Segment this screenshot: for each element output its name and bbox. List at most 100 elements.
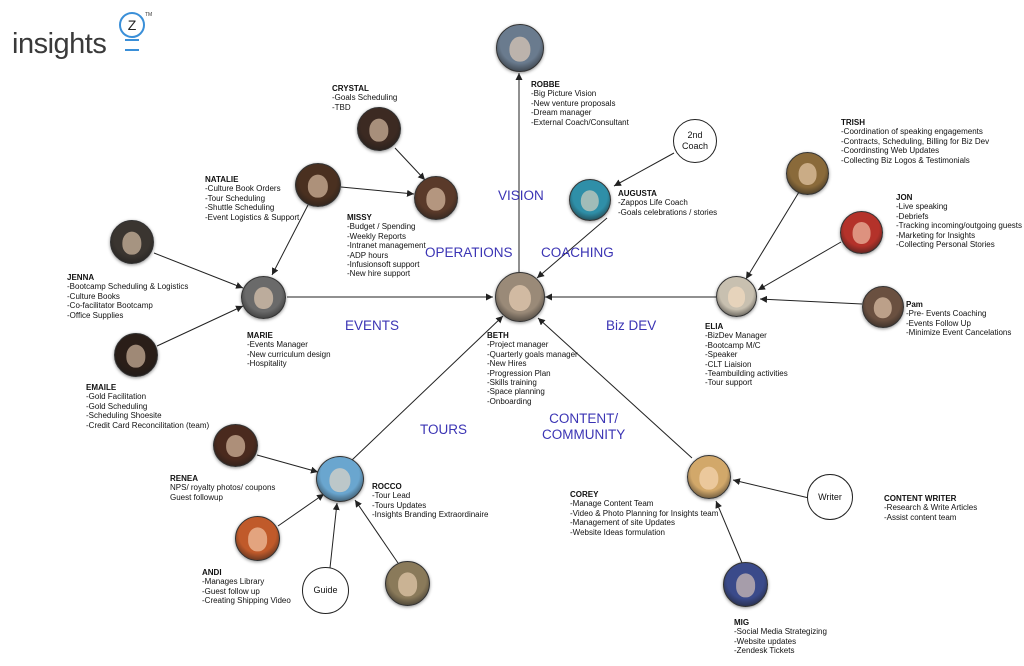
person-duty: -Creating Shipping Video bbox=[202, 596, 291, 606]
photo-beth bbox=[495, 272, 545, 322]
person-duty: -Manages Library bbox=[202, 577, 265, 587]
person-name: MISSY bbox=[347, 213, 372, 222]
person-name: NATALIE bbox=[205, 175, 239, 184]
photo-renea bbox=[213, 424, 258, 467]
photo-robbe bbox=[496, 24, 544, 72]
info-corey: COREY-Manage Content Team-Video & Photo … bbox=[570, 490, 718, 537]
person-name: TRISH bbox=[841, 118, 865, 127]
person-duty: -Scheduling Shoesite bbox=[86, 411, 162, 421]
info-rocco: ROCCO-Tour Lead-Tours Updates-Insights B… bbox=[372, 482, 489, 520]
info-elia: ELIA-BizDev Manager-Bootcamp M/C-Speaker… bbox=[705, 322, 788, 388]
person-name: MIG bbox=[734, 618, 750, 627]
edge-writer-corey bbox=[732, 478, 810, 499]
photo-augusta bbox=[569, 179, 611, 221]
edge-pam-elia bbox=[759, 295, 863, 305]
person-duty: -Tracking incoming/outgoing guests bbox=[896, 221, 1022, 231]
person-duty: -Teambuilding activities bbox=[705, 369, 788, 379]
photo-elia bbox=[716, 276, 757, 317]
person-duty: -Shuttle Scheduling bbox=[205, 203, 275, 213]
edge-rocco-beth bbox=[351, 315, 504, 461]
area-bizdev: Biz DEV bbox=[606, 318, 657, 333]
edge-renea-rocco bbox=[256, 454, 319, 474]
person-duty: -Hospitality bbox=[247, 359, 287, 369]
person-duty: -Culture Book Orders bbox=[205, 184, 281, 194]
area-coaching: COACHING bbox=[541, 245, 614, 260]
person-duty: -ADP hours bbox=[347, 250, 389, 260]
person-name: ROBBE bbox=[531, 80, 560, 89]
photo-tour-guide bbox=[385, 561, 430, 606]
person-duty: -Dream manager bbox=[531, 108, 592, 118]
edge-jon-elia bbox=[757, 241, 842, 291]
photo-crystal bbox=[357, 107, 401, 151]
info-jenna: JENNA-Bootcamp Scheduling & Logistics-Cu… bbox=[67, 273, 188, 320]
info-trish: TRISH-Coordination of speaking engagemen… bbox=[841, 118, 989, 165]
person-duty: -Tour Lead bbox=[372, 491, 411, 501]
person-duty: -BizDev Manager bbox=[705, 331, 767, 341]
person-name: JON bbox=[896, 193, 913, 202]
person-duty: -Bootcamp M/C bbox=[705, 340, 761, 350]
info-pam: Pam-Pre- Events Coaching-Events Follow U… bbox=[906, 300, 1011, 338]
role-2nd-coach-line2: Coach bbox=[681, 141, 708, 151]
area-content-line2: COMMUNITY bbox=[542, 427, 626, 442]
person-duty: -Manage Content Team bbox=[570, 499, 654, 509]
person-duty: -Onboarding bbox=[487, 396, 532, 406]
person-duty: -External Coach/Consultant bbox=[531, 117, 629, 127]
photo-trish bbox=[786, 152, 829, 195]
person-duty: -Live speaking bbox=[896, 202, 948, 212]
info-marie: MARIE-Events Manager-New curriculum desi… bbox=[247, 331, 331, 369]
person-duty: -Quarterly goals manager bbox=[487, 349, 578, 359]
edge-natalie-missy bbox=[340, 186, 415, 197]
photo-marie bbox=[241, 276, 286, 319]
person-duty: -Social Media Strategizing bbox=[734, 627, 827, 637]
person-duty: -New hire support bbox=[347, 269, 411, 279]
role-guide: Guide bbox=[302, 567, 349, 614]
edge-mig-corey bbox=[715, 500, 743, 564]
person-duty: -Office Supplies bbox=[67, 310, 124, 320]
lightbulb-icon: Z bbox=[119, 12, 145, 38]
logo-trademark: TM bbox=[145, 12, 153, 18]
person-duty: -Infusionsoft support bbox=[347, 260, 420, 270]
photo-missy bbox=[414, 176, 458, 220]
person-name: CRYSTAL bbox=[332, 84, 369, 93]
edge-crystal-missy bbox=[394, 147, 426, 181]
person-duty: -Tours Updates bbox=[372, 500, 427, 510]
person-duty: -Goals celebrations / stories bbox=[618, 207, 718, 217]
photo-mig bbox=[723, 562, 768, 607]
person-duty: -New Hires bbox=[487, 359, 527, 369]
person-duty: -Big Picture Vision bbox=[531, 89, 597, 99]
person-duty: -Progression Plan bbox=[487, 368, 551, 378]
person-duty: -Collecting Personal Stories bbox=[896, 240, 995, 250]
edge-natalie-marie bbox=[271, 204, 309, 276]
person-duty: -Event Logistics & Support bbox=[205, 212, 300, 222]
photo-jenna bbox=[110, 220, 154, 264]
area-content-line1: CONTENT/ bbox=[549, 411, 619, 426]
role-writer: Writer bbox=[807, 474, 853, 520]
person-duty: -CLT Liaision bbox=[705, 359, 752, 369]
insights-logo: insights Z TM bbox=[12, 12, 152, 70]
person-duty: -Co-facilitator Bootcamp bbox=[67, 301, 153, 311]
photo-andi bbox=[235, 516, 280, 561]
person-duty: -Zendesk Tickets bbox=[734, 646, 795, 656]
edge-augusta-beth bbox=[536, 217, 608, 279]
area-events: EVENTS bbox=[345, 318, 400, 333]
photo-emaile bbox=[114, 333, 158, 377]
person-name: AUGUSTA bbox=[618, 189, 657, 198]
person-duty: -Project manager bbox=[487, 340, 549, 350]
person-name: EMAILE bbox=[86, 383, 117, 392]
area-vision: VISION bbox=[498, 188, 544, 203]
person-duty: -Assist content team bbox=[884, 512, 957, 522]
info-content-writer: CONTENT WRITER-Research & Write Articles… bbox=[884, 494, 977, 522]
person-name: Pam bbox=[906, 300, 923, 309]
role-2nd-coach: 2nd Coach bbox=[673, 119, 717, 163]
person-duty: -Website updates bbox=[734, 636, 797, 646]
info-jon: JON-Live speaking-Debriefs-Tracking inco… bbox=[896, 193, 1022, 249]
person-duty: -Minimize Event Cancelations bbox=[906, 328, 1012, 338]
person-duty: -Website Ideas formulation bbox=[570, 527, 666, 537]
person-duty: -Insights Branding Extraordinaire bbox=[372, 510, 489, 520]
person-duty: -Coordinsting Web Updates bbox=[841, 146, 940, 156]
info-missy: MISSY-Budget / Spending-Weekly Reports-I… bbox=[347, 213, 426, 279]
logo-wordmark: insights bbox=[12, 28, 107, 60]
photo-natalie bbox=[295, 163, 341, 207]
person-duty: -Goals Scheduling bbox=[332, 93, 398, 103]
